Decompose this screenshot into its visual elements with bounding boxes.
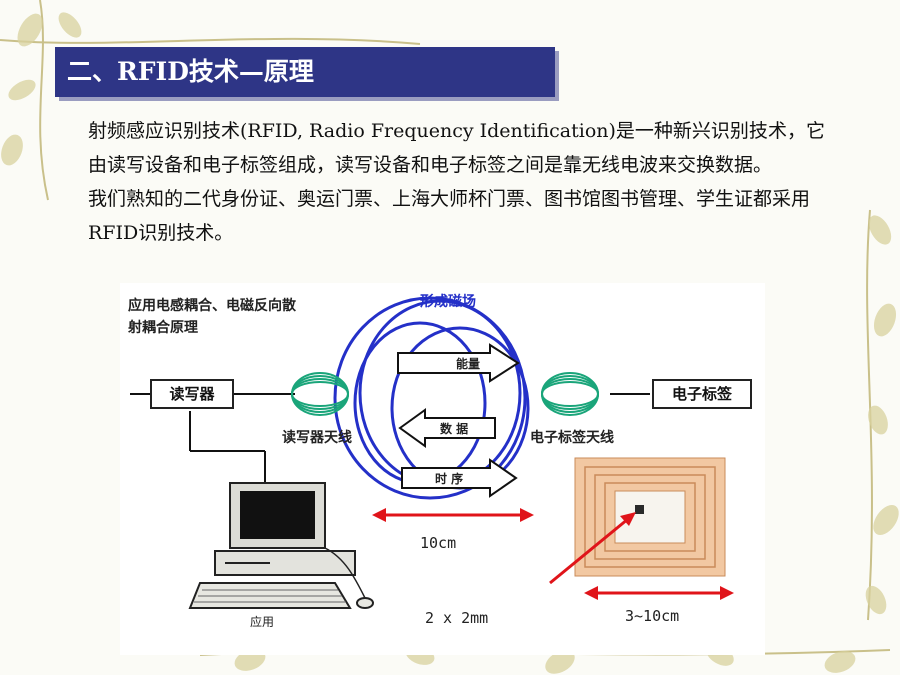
data-label: 数 据: [440, 422, 469, 436]
tag-size-label: 3~10cm: [625, 607, 680, 625]
energy-label: 能量: [456, 357, 481, 371]
computer-label: 应用: [250, 615, 275, 629]
chip-size-arrow: [549, 512, 636, 585]
reader-antenna-label: 读写器天线: [282, 430, 352, 446]
reader-antenna-coil: [291, 372, 349, 416]
rfid-diagram-graphics: [130, 296, 734, 609]
energy-arrow: [397, 343, 520, 383]
distance-label: 10cm: [420, 534, 457, 552]
field-label: 形成磁场: [420, 294, 476, 310]
computer-icon: [188, 482, 374, 609]
tag-antenna-label: 电子标签天线: [530, 430, 614, 446]
data-arrow: [398, 408, 496, 448]
figure-caption: 应用电感耦合、电磁反向散射耦合原理: [128, 298, 296, 336]
reader-box: 读写器: [150, 379, 234, 409]
distance-arrow: [372, 508, 534, 522]
chip-size-label: 2 x 2mm: [425, 609, 489, 627]
slide-title: 二、RFID技术—原理: [55, 47, 555, 97]
tag-box: 电子标签: [652, 379, 752, 409]
rfid-principle-figure: 应用电感耦合、电磁反向散射耦合原理 形成磁场 读写器 电子标签 读写器天线 电子…: [120, 283, 765, 655]
paragraph-rfid-examples: 我们熟知的二代身份证、奥运门票、上海大师杯门票、图书馆图书管理、学生证都采用RF…: [88, 188, 811, 244]
paragraph-rfid-definition: 射频感应识别技术(RFID, Radio Frequency Identific…: [88, 120, 825, 176]
tag-antenna-coil: [541, 372, 599, 416]
timing-label: 时 序: [435, 472, 464, 486]
slide-body: 射频感应识别技术(RFID, Radio Frequency Identific…: [30, 114, 830, 250]
rfid-tag-photo: [574, 457, 726, 577]
tag-size-arrow: [584, 586, 734, 600]
timing-arrow: [401, 458, 518, 498]
